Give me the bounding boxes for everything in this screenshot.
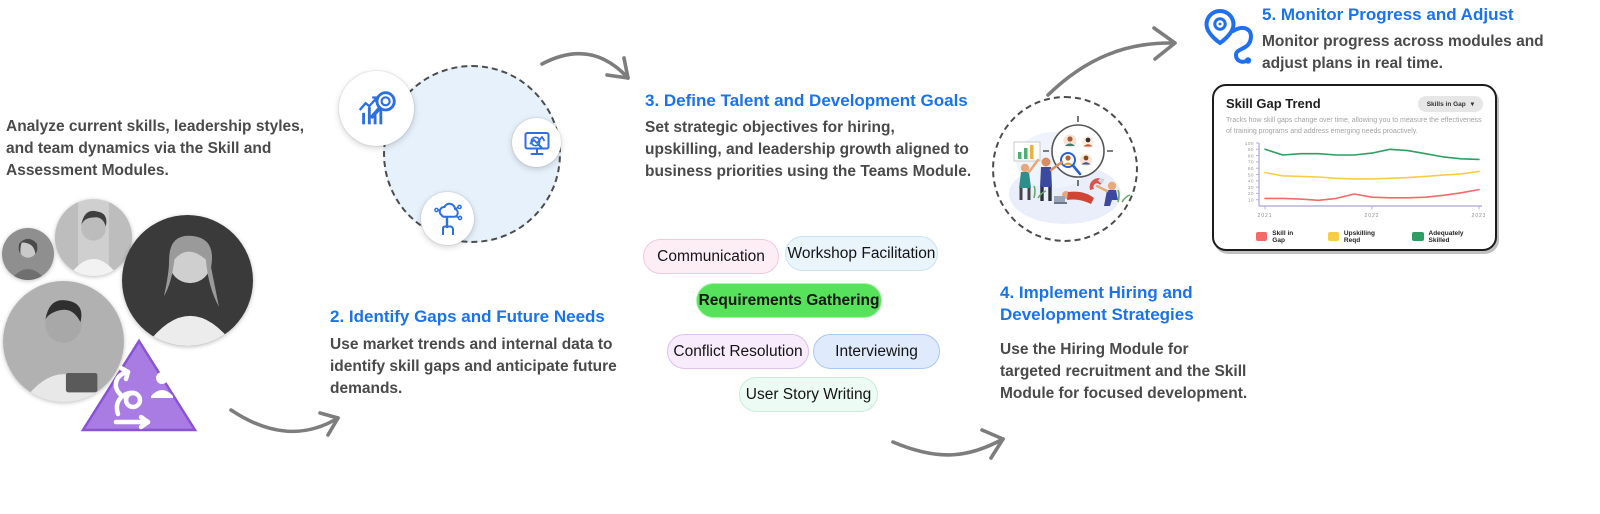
step5-title: 5. Monitor Progress and Adjust [1262, 5, 1514, 24]
step2-description: Use market trends and internal data to i… [330, 336, 617, 397]
legend-item: Skill in Gap [1256, 230, 1306, 244]
skill-pill-requirements-gathering: Requirements Gathering [696, 283, 882, 318]
legend-item: Adequately Skilled [1412, 230, 1483, 244]
skill-pill-user-story-writing: User Story Writing [739, 377, 878, 412]
legend-swatch-green [1412, 232, 1424, 242]
legend-swatch-yellow [1327, 232, 1339, 242]
arrow-step4-to-step5 [1042, 15, 1187, 100]
ai-touch-icon [421, 192, 474, 245]
skill-pill-conflict-resolution: Conflict Resolution [667, 334, 809, 369]
chart-legend: Skill in Gap Upskilling Reqd Adequately … [1256, 230, 1483, 244]
chart-subtitle: Tracks how skill gaps change over time, … [1226, 117, 1482, 135]
legend-item: Upskilling Reqd [1327, 230, 1391, 244]
analytics-search-icon [339, 71, 414, 146]
svg-text:60: 60 [1248, 166, 1254, 172]
svg-text:30: 30 [1248, 185, 1254, 191]
monitor-chart-icon [512, 118, 561, 167]
svg-text:2022: 2022 [1364, 213, 1379, 219]
chevron-down-icon: ▾ [1470, 101, 1474, 108]
svg-text:80: 80 [1248, 153, 1254, 159]
step2-title: 2. Identify Gaps and Future Needs [330, 307, 605, 326]
svg-text:2021: 2021 [1257, 213, 1272, 219]
recruitment-illustration [1009, 116, 1131, 224]
svg-text:40: 40 [1248, 178, 1254, 184]
svg-text:50: 50 [1248, 172, 1254, 178]
skill-pill-communication: Communication [643, 239, 779, 274]
team-member-photo-3 [122, 215, 253, 346]
skill-pill-interviewing: Interviewing [813, 334, 940, 369]
step3-title: 3. Define Talent and Development Goals [645, 91, 968, 110]
arrow-step3-to-step4 [885, 415, 1025, 465]
step4-title: 4. Implement Hiring and Development Stra… [1000, 283, 1194, 325]
chart-title: Skill Gap Trend [1226, 96, 1321, 111]
step1-description: Analyze current skills, leadership style… [6, 118, 305, 179]
agile-triangle-icon [78, 336, 200, 434]
svg-text:70: 70 [1248, 159, 1254, 165]
step3-description: Set strategic objectives for hiring, ups… [645, 119, 972, 180]
journey-pin-icon [1203, 8, 1259, 66]
recruitment-illustration-bubble [992, 96, 1138, 242]
step5-description: Monitor progress across modules and adju… [1262, 33, 1544, 72]
skills-in-gap-dropdown[interactable]: Skills in Gap ▾ [1417, 96, 1483, 112]
svg-text:100: 100 [1245, 140, 1254, 146]
step4-description: Use the Hiring Module for targeted recru… [1000, 341, 1248, 402]
skill-gap-trend-card: Skill Gap Trend Skills in Gap ▾ Tracks h… [1212, 84, 1497, 251]
arrow-step2-to-step3 [538, 42, 643, 102]
team-member-photo-2 [55, 199, 132, 276]
svg-text:2023: 2023 [1471, 213, 1485, 219]
dropdown-label: Skills in Gap [1426, 100, 1466, 108]
svg-text:20: 20 [1248, 191, 1254, 197]
arrow-step1-to-step2 [225, 398, 355, 453]
team-member-photo-1 [2, 228, 54, 280]
skill-pill-workshop-facilitation: Workshop Facilitation [785, 236, 938, 271]
svg-text:10: 10 [1248, 197, 1254, 203]
team-member-photo-4 [3, 281, 124, 402]
legend-swatch-red [1256, 232, 1268, 242]
svg-text:90: 90 [1248, 147, 1254, 153]
